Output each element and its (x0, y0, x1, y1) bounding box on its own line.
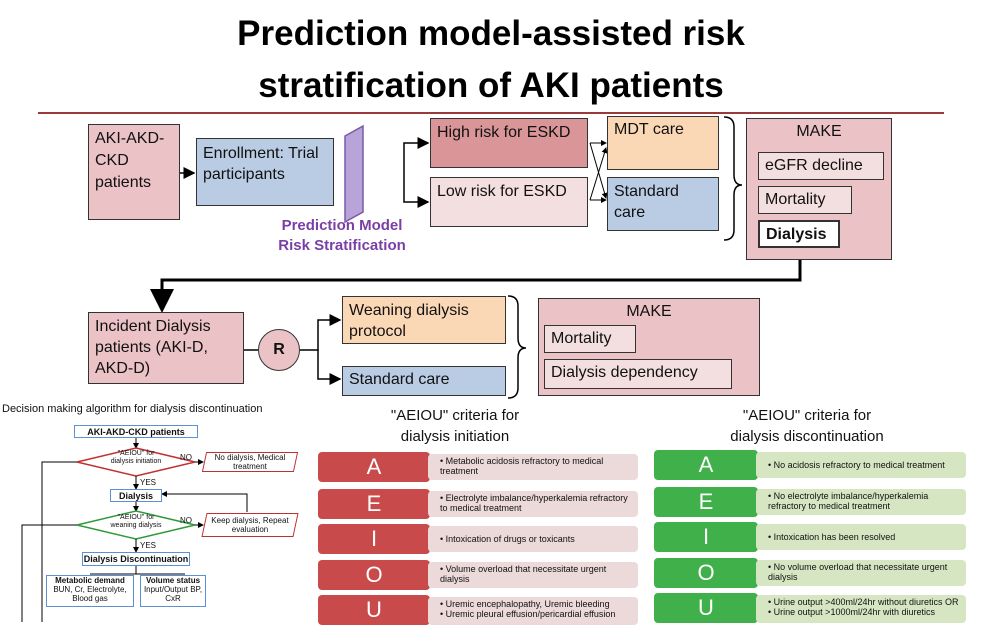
initiation-a-text: Metabolic acidosis refractory to medical… (440, 456, 604, 476)
discontinuation-letter-i: I (654, 522, 758, 552)
decision1-no-label: NO (180, 453, 192, 462)
standard-care-box: Standard care (607, 177, 719, 231)
mid-make-dialysis-dependency: Dialysis dependency (544, 359, 732, 389)
discontinuation-title-2: dialysis discontinuation (730, 428, 884, 445)
discontinuation-letter-u: U (654, 593, 758, 623)
discontinuation-letter-a: A (654, 450, 758, 480)
decision1-label: "AEIOU" for dialysis initiation (110, 450, 162, 465)
incident-dialysis-box: Incident Dialysis patients (AKI-D, AKD-D… (88, 312, 244, 384)
page-title-line1: Prediction model-assisted risk (237, 14, 745, 53)
initiation-text-u: • Uremic encephalopathy, Uremic bleeding… (428, 597, 638, 625)
discontinuation-text-a: • No acidosis refractory to medical trea… (756, 452, 966, 478)
decision2-yes-label: YES (139, 541, 156, 550)
discontinuation-i-text: Intoxication has been resolved (773, 532, 896, 542)
risk-stratification-label: Risk Stratification (278, 237, 406, 254)
metabolic-body: BUN, Cr, Electrolyte, Blood gas (53, 585, 127, 603)
discontinuation-u-text-2: Urine output >1000ml/24hr with diuretics (773, 607, 935, 617)
metabolic-demand-box: Metabolic demand BUN, Cr, Electrolyte, B… (46, 575, 134, 607)
metabolic-title: Metabolic demand (55, 576, 125, 585)
initiation-letter-o: O (318, 560, 430, 590)
initiation-title-2: dialysis initiation (400, 428, 510, 445)
discontinuation-letter-e: E (654, 487, 758, 517)
no-dialysis-text: No dialysis, Medical treatment (214, 453, 286, 471)
discontinuation-e-text: No electrolyte imbalance/hyperkalemia re… (768, 491, 929, 511)
discontinuation-letter-o: O (654, 558, 758, 588)
decision2-label: "AEIOU" for weaning dialysis (110, 514, 162, 529)
discontinuation-text-u: • Urine output >400ml/24hr without diure… (756, 595, 966, 623)
initiation-title-1: "AEIOU" criteria for (390, 407, 520, 424)
enrollment-box: Enrollment: Trial participants (196, 138, 334, 206)
make-mortality: Mortality (758, 186, 852, 214)
volume-body: Input/Output BP, CxR (143, 585, 203, 603)
mid-make-title: MAKE (626, 303, 672, 320)
initiation-o-text: Volume overload that necessitate urgent … (440, 564, 607, 584)
discontinuation-a-text: No acidosis refractory to medical treatm… (773, 460, 945, 470)
make-title: MAKE (796, 123, 842, 140)
initiation-text-a: • Metabolic acidosis refractory to medic… (428, 454, 638, 480)
weaning-protocol-box: Weaning dialysis protocol (342, 296, 506, 344)
patients-box: AKI-AKD-CKD patients (88, 124, 180, 220)
discontinuation-text-i: • Intoxication has been resolved (756, 524, 966, 550)
initiation-letter-a: A (318, 452, 430, 482)
low-risk-box: Low risk for ESKD (430, 177, 588, 227)
initiation-u-text-2: Uremic pleural effusion/pericardial effu… (445, 609, 616, 619)
mid-standard-care-box: Standard care (342, 366, 506, 396)
discontinuation-text-e: • No electrolyte imbalance/hyperkalemia … (756, 489, 966, 515)
initiation-letter-u: U (318, 595, 430, 625)
initiation-u-text-1: Uremic encephalopathy, Uremic bleeding (445, 599, 610, 609)
initiation-i-text: Intoxication of drugs or toxicants (445, 534, 575, 544)
title-divider (38, 112, 944, 114)
volume-title: Volume status (145, 576, 201, 585)
mdt-care-box: MDT care (607, 116, 719, 170)
discontinuation-o-text: No volume overload that necessitate urge… (768, 562, 948, 582)
initiation-e-text: Electrolyte imbalance/hyperkalemia refra… (440, 493, 628, 513)
dialysis-box: Dialysis (110, 489, 162, 502)
discontinuation-u-text-1: Urine output >400ml/24hr without diureti… (773, 597, 959, 607)
initiation-letter-i: I (318, 524, 430, 554)
discontinuation-text-o: • No volume overload that necessitate ur… (756, 560, 966, 586)
initiation-letter-e: E (318, 489, 430, 519)
decision1-yes-label: YES (139, 478, 156, 487)
mid-make-mortality: Mortality (544, 325, 636, 353)
prediction-model-filter-icon (343, 124, 365, 224)
randomization-circle: R (258, 329, 300, 371)
high-risk-box: High risk for ESKD (430, 118, 588, 168)
prediction-model-label: Prediction Model (281, 217, 403, 234)
algorithm-title: Decision making algorithm for dialysis d… (2, 403, 263, 415)
decision2-no-label: NO (180, 516, 192, 525)
algorithm-start-box: AKI-AKD-CKD patients (74, 425, 198, 438)
make-egfr-decline: eGFR decline (758, 152, 884, 180)
page-title-line2: stratification of AKI patients (258, 66, 724, 105)
initiation-text-e: • Electrolyte imbalance/hyperkalemia ref… (428, 491, 638, 517)
volume-status-box: Volume status Input/Output BP, CxR (140, 575, 206, 607)
keep-dialysis-text: Keep dialysis, Repeat evaluation (211, 516, 289, 534)
initiation-text-o: • Volume overload that necessitate urgen… (428, 562, 638, 588)
dialysis-discontinuation-box: Dialysis Discontinuation (82, 552, 190, 566)
make-dialysis: Dialysis (758, 220, 840, 248)
discontinuation-title-1: "AEIOU" criteria for (742, 407, 872, 424)
initiation-text-i: • Intoxication of drugs or toxicants (428, 526, 638, 552)
